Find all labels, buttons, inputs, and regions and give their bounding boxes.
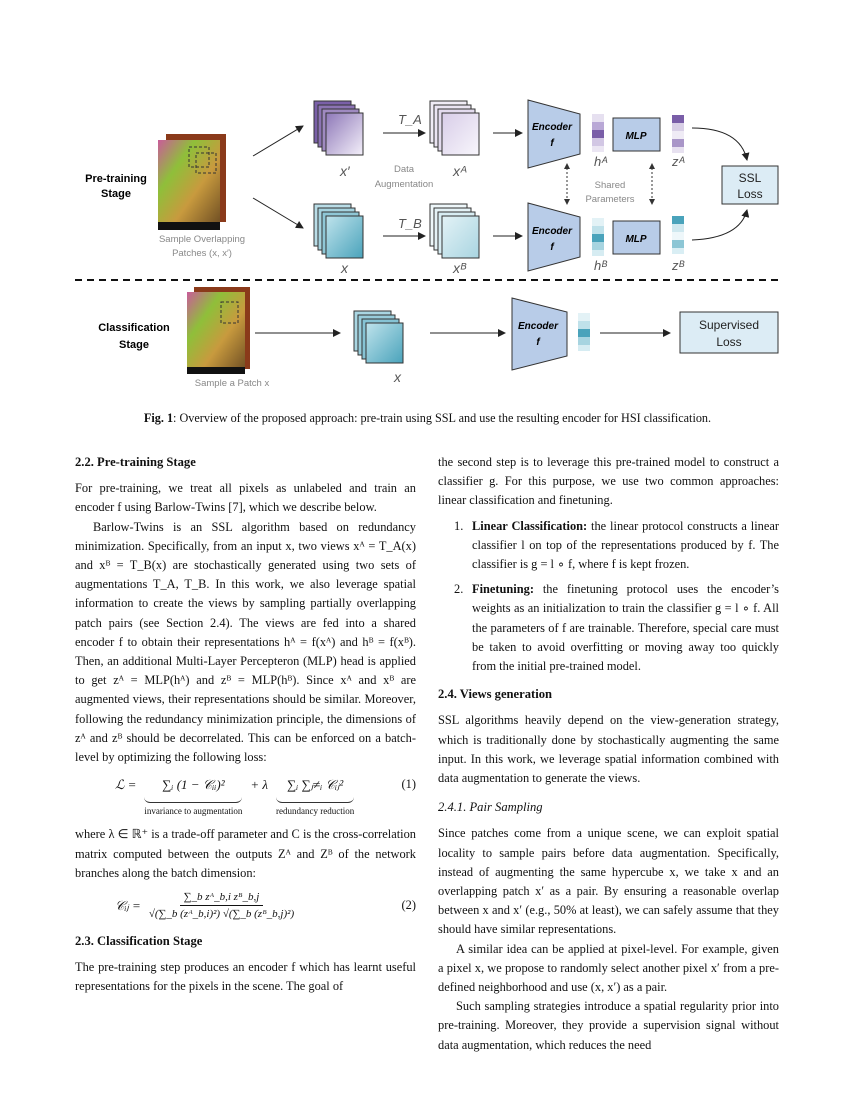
section-2-4-1-heading: 2.4.1. Pair Sampling xyxy=(438,800,543,815)
list-number: 1. xyxy=(454,518,464,533)
eq1-lhs: ℒ = xyxy=(115,777,137,793)
patch-stack-x xyxy=(313,203,364,259)
eq2-numerator: ∑_b zᴬ_b,i zᴮ_b,j xyxy=(179,889,264,907)
svg-text:MLP: MLP xyxy=(625,234,646,245)
figure-caption: Fig. 1: Overview of the proposed approac… xyxy=(75,411,780,426)
label-x-b: xᴮ xyxy=(452,260,467,276)
eq1-invariance-group: ∑ᵢ (1 − 𝒞ᵢᵢ)² invariance to augmentation xyxy=(144,775,243,817)
label-t-a: T_A xyxy=(398,112,422,127)
left-column: 2.2. Pre-training Stage For pre-training… xyxy=(75,453,416,997)
paragraph: Barlow-Twins is an SSL algorithm based o… xyxy=(75,519,416,765)
eq1-plus: + λ xyxy=(250,777,269,793)
label-z-a: zᴬ xyxy=(671,154,686,169)
patch-stack-x-prime xyxy=(313,100,364,156)
label-z-b: zᴮ xyxy=(671,258,685,273)
eq2-lhs: 𝒞ᵢⱼ = xyxy=(115,897,141,913)
eq2-number: (2) xyxy=(401,897,416,912)
eq1-term1: ∑ᵢ (1 − 𝒞ᵢᵢ)² xyxy=(162,777,225,793)
list-item-finetuning: 2. Finetuning: the finetuning protocol us… xyxy=(438,580,779,676)
eq2-denominator: √(∑_b (zᴬ_b,i)²) √(∑_b (zᴮ_b,j)²) xyxy=(148,908,295,921)
eq2-fraction: ∑_b zᴬ_b,i zᴮ_b,j √(∑_b (zᴬ_b,i)²) √(∑_b… xyxy=(149,889,294,922)
paragraph: Such sampling strategies introduce a spa… xyxy=(438,999,779,1052)
z-b-vector xyxy=(672,216,684,254)
representation-vector xyxy=(578,313,590,351)
list-item-title: Finetuning: xyxy=(472,582,534,597)
label-h-a: hᴬ xyxy=(594,154,608,169)
patch-stack-classification xyxy=(353,310,404,364)
hsi-cube-pretraining xyxy=(158,134,226,230)
equation-2: 𝒞ᵢⱼ = ∑_b zᴬ_b,i zᴮ_b,j √(∑_b (zᴬ_b,i)²)… xyxy=(75,889,416,922)
list-item-title: Linear Classification: xyxy=(472,518,588,533)
section-2-3-heading: 2.3. Classification Stage xyxy=(75,934,203,949)
label-x-prime: x′ xyxy=(339,163,351,179)
right-column: the second step is to leverage this pre-… xyxy=(438,453,779,1055)
paragraph: where λ ∈ ℝ⁺ is a trade-off parameter an… xyxy=(75,827,416,880)
equation-1: ℒ = ∑ᵢ (1 − 𝒞ᵢᵢ)² invariance to augmenta… xyxy=(75,775,416,817)
paragraph: Since patches come from a unique scene, … xyxy=(438,826,779,937)
list-item-text: the linear protocol constructs a linear … xyxy=(472,518,779,572)
paragraph: the second step is to leverage this pre-… xyxy=(438,455,779,508)
paragraph: The pre-training step produces an encode… xyxy=(75,960,416,994)
z-a-vector xyxy=(672,115,684,153)
paragraph: A similar idea can be applied at pixel-l… xyxy=(438,941,779,995)
paragraph: For pre-training, we treat all pixels as… xyxy=(75,481,416,515)
eq1-term2: ∑ᵢ ∑ⱼ≠ᵢ 𝒞ᵢⱼ² xyxy=(286,777,344,793)
caption-label: Fig. 1 xyxy=(143,411,174,425)
sample-patch-caption: Sample a Patch x xyxy=(195,378,270,389)
h-b-vector xyxy=(592,218,604,256)
patch-stack-x-a xyxy=(429,100,480,156)
section-2-4-heading: 2.4. Views generation xyxy=(438,687,553,702)
mlp-bottom: MLP xyxy=(612,220,661,255)
h-a-vector xyxy=(592,114,604,152)
label-x-classification: x xyxy=(393,369,402,385)
list-item-linear-classification: 1. Linear Classification: the linear prot… xyxy=(438,517,779,575)
eq1-redundancy-group: ∑ᵢ ∑ⱼ≠ᵢ 𝒞ᵢⱼ² redundancy reduction xyxy=(276,775,355,817)
patch-stack-x-b xyxy=(429,203,480,259)
brace-label-redundancy: redundancy reduction xyxy=(276,806,355,817)
section-2-2-heading: 2.2. Pre-training Stage xyxy=(75,455,196,469)
list-item-text: the finetuning protocol uses the encoder… xyxy=(472,582,779,674)
label-h-b: hᴮ xyxy=(594,258,607,273)
eq1-number: (1) xyxy=(401,777,416,792)
mlp-top: MLP xyxy=(612,117,661,152)
brace-label-invariance: invariance to augmentation xyxy=(144,806,243,817)
label-t-b: T_B xyxy=(398,216,422,231)
paragraph: SSL algorithms heavily depend on the vie… xyxy=(438,713,779,786)
hsi-cube-classification xyxy=(187,287,250,374)
label-x-a: xᴬ xyxy=(452,163,467,179)
label-x: x xyxy=(340,260,349,276)
svg-text:MLP: MLP xyxy=(625,131,646,142)
list-number: 2. xyxy=(454,582,464,597)
caption-text: : Overview of the proposed approach: pre… xyxy=(173,411,712,425)
